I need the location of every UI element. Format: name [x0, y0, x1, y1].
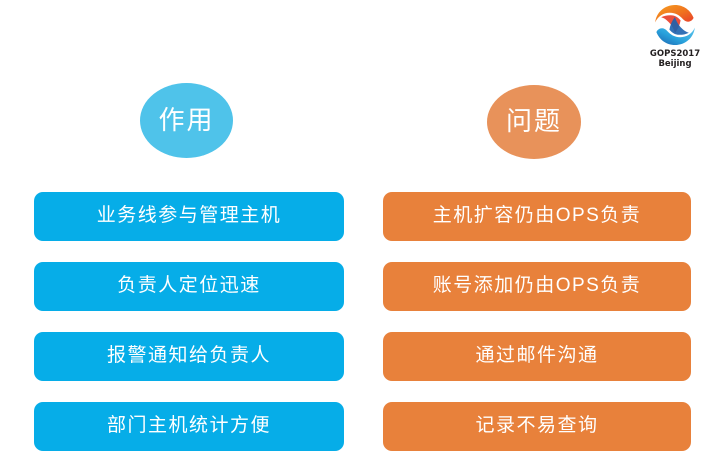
problem-item-3: 通过邮件沟通	[383, 332, 691, 381]
benefit-item-3: 报警通知给负责人	[34, 332, 344, 381]
gops-logo-line2: Beijing	[658, 59, 692, 69]
column-heading-problems-label: 问题	[505, 106, 562, 136]
problem-item-4-label: 记录不易查询	[475, 415, 599, 436]
benefit-item-4: 部门主机统计方便	[34, 402, 344, 451]
gops-logo-line1: GOPS2017	[649, 49, 701, 59]
benefit-item-1-label: 业务线参与管理主机	[96, 205, 282, 226]
benefit-item-4-label: 部门主机统计方便	[106, 415, 271, 436]
gops-logo-mark-icon	[652, 2, 698, 48]
gops-logo: GOPS2017 Beijing	[638, 2, 712, 70]
benefit-item-2-label: 负责人定位迅速	[117, 275, 261, 296]
benefit-item-2: 负责人定位迅速	[34, 262, 344, 311]
problem-item-1: 主机扩容仍由OPS负责	[383, 192, 691, 241]
column-heading-benefits: 作用	[140, 83, 233, 158]
benefit-item-1: 业务线参与管理主机	[34, 192, 344, 241]
problem-item-2-label: 账号添加仍由OPS负责	[432, 275, 642, 296]
benefit-item-3-label: 报警通知给负责人	[106, 345, 271, 366]
problem-item-1-label: 主机扩容仍由OPS负责	[432, 205, 642, 226]
problem-item-3-label: 通过邮件沟通	[475, 345, 599, 366]
column-heading-problems: 问题	[487, 85, 581, 159]
problem-item-2: 账号添加仍由OPS负责	[383, 262, 691, 311]
problem-item-4: 记录不易查询	[383, 402, 691, 451]
column-heading-benefits-label: 作用	[158, 104, 215, 135]
